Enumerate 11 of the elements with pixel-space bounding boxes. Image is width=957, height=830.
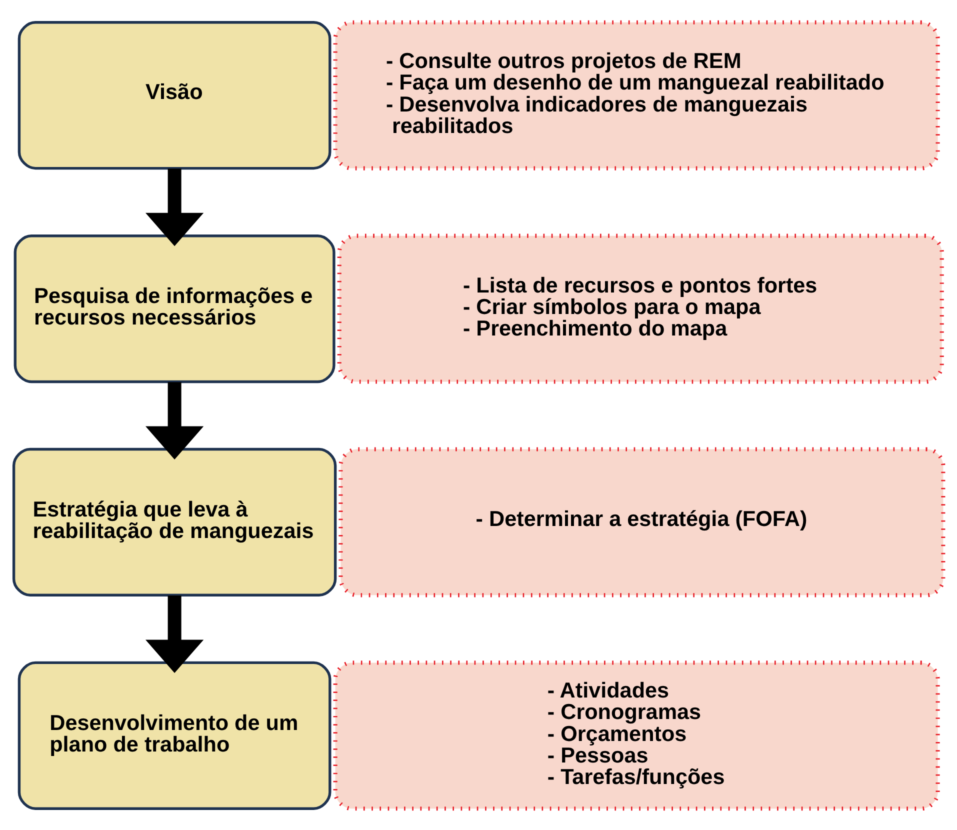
arrow — [145, 168, 204, 246]
node-box: - Consulte outros projetos de REM - Faça um desenho de um manguezal reabilitado - Desenvolva indicadores de manguezais reabilitados — [333, 20, 940, 170]
node-box: Desenvolvimento de um plano de trabalho — [18, 660, 332, 810]
node-box: - Lista de recursos e pontos fortes - Criar símbolos para o mapa - Preenchimento do mapa — [337, 233, 944, 384]
arrow — [145, 595, 204, 672]
node-box: - Determinar a estratégia (FOFA) — [338, 446, 946, 597]
node-box: - Atividades - Cronogramas - Orçamentos - Pessoas - Tarefas/funções — [333, 660, 940, 810]
arrow — [146, 382, 204, 460]
node-box: Pesquisa de informações e recursos necessários — [14, 234, 336, 383]
node-box: Visão — [18, 20, 332, 170]
node-box: Estratégia que leva à reabilitação de manguezais — [12, 447, 337, 596]
